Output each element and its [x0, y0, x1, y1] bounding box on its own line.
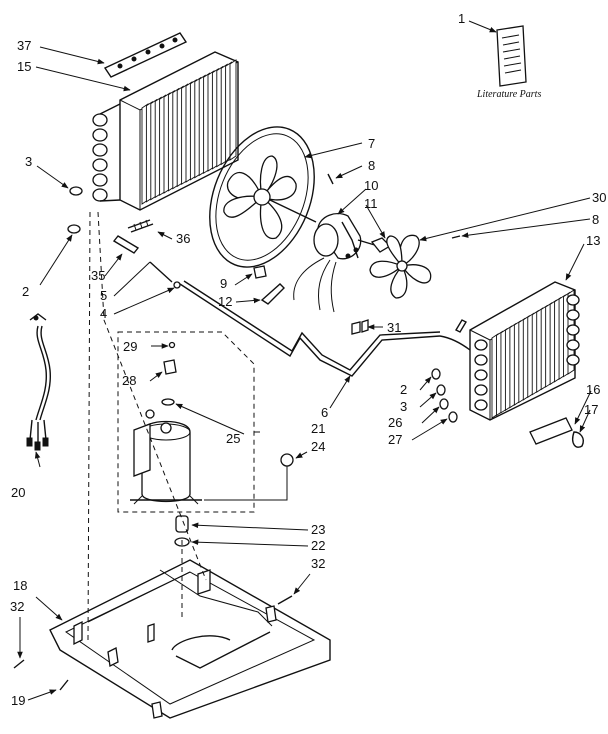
- bracket-part-9: [253, 265, 267, 279]
- grommets-right: [431, 368, 458, 423]
- callout-12: 12: [218, 294, 232, 309]
- callout-28: 28: [122, 373, 136, 388]
- callout-22: 22: [311, 538, 325, 553]
- nut-part-29: [168, 341, 176, 349]
- fan-shroud: [209, 126, 315, 268]
- clip-part-8: [327, 173, 334, 185]
- callout-11: 11: [364, 196, 378, 211]
- refrigerant-tubing: [179, 280, 441, 377]
- callout-4: 4: [100, 306, 107, 321]
- clip-part-8b: [451, 235, 461, 239]
- callout-2: 2: [22, 284, 29, 299]
- base-pan: [49, 559, 331, 719]
- callout-27: 27: [388, 432, 402, 447]
- callout-15: 15: [17, 59, 31, 74]
- callout-3b: 3: [400, 399, 407, 414]
- callout-18: 18: [13, 578, 27, 593]
- clip-part-19: [59, 679, 69, 691]
- callout-21: 21: [311, 421, 325, 436]
- alignment-lines: [87, 211, 207, 641]
- coil-tube-ends: [92, 103, 121, 202]
- compressor: [130, 409, 202, 505]
- evaporator-tube-ends: [474, 294, 580, 411]
- strainer-part-35: [112, 235, 140, 254]
- callout-29: 29: [123, 339, 137, 354]
- fan-motor: [269, 199, 379, 313]
- grommet-part-3: [69, 186, 83, 196]
- callout-25: 25: [226, 431, 240, 446]
- tube-part-5: [149, 261, 173, 283]
- literature-parts-booklet: [496, 25, 527, 87]
- literature-parts-caption: Literature Parts: [476, 89, 541, 100]
- leader-24: [204, 466, 288, 501]
- callout-9: 9: [220, 276, 227, 291]
- compressor-group-box: [117, 331, 255, 513]
- callout-24: 24: [311, 439, 325, 454]
- screw-part-32: [13, 659, 25, 669]
- clip-part-31: [351, 321, 361, 335]
- callout-1: 1: [458, 11, 465, 26]
- callout-23: 23: [311, 522, 325, 537]
- capillary-tube-part-36: [127, 219, 154, 233]
- callout-6: 6: [321, 405, 328, 420]
- callout-20: 20: [11, 485, 25, 500]
- clip-part-31b: [361, 319, 369, 333]
- callout-37: 37: [17, 38, 31, 53]
- condenser-coil: [92, 51, 239, 211]
- callout-30: 30: [592, 190, 606, 205]
- callout-8b: 8: [592, 212, 599, 227]
- grommet-part-24: [280, 453, 294, 467]
- screw-part-32b: [277, 595, 293, 605]
- evaporator-coil: [439, 281, 580, 421]
- callout-7: 7: [368, 136, 375, 151]
- capacitor-clip-part-12: [260, 283, 285, 305]
- power-cord: [26, 313, 52, 451]
- drain-part-16: [529, 417, 584, 448]
- callout-35: 35: [91, 268, 105, 283]
- callout-5: 5: [100, 288, 107, 303]
- callout-17: 17: [584, 402, 598, 417]
- callout-31: 31: [387, 320, 401, 335]
- leader-lines: [17, 20, 592, 701]
- callout-2b: 2: [400, 382, 407, 397]
- callout-3: 3: [25, 154, 32, 169]
- coil-fins: [141, 59, 237, 205]
- foam-strip: [103, 32, 188, 78]
- callout-32b: 32: [311, 556, 325, 571]
- callout-13: 13: [586, 233, 600, 248]
- callout-32: 32: [10, 599, 24, 614]
- callout-16: 16: [586, 382, 600, 397]
- callout-26: 26: [388, 415, 402, 430]
- cover-part-28: [163, 359, 177, 375]
- ring-part-4: [173, 281, 181, 289]
- callout-8: 8: [368, 158, 375, 173]
- callout-36: 36: [176, 231, 190, 246]
- washer-part-25: [161, 398, 175, 406]
- callout-10: 10: [364, 178, 378, 193]
- fan-blade: [369, 234, 432, 299]
- callout-labels: 1 37 15 3 2 7 8 10 11 30 8 13 36 35 5 4 …: [10, 11, 606, 708]
- grommet-part-2: [67, 224, 81, 234]
- callout-19: 19: [11, 693, 25, 708]
